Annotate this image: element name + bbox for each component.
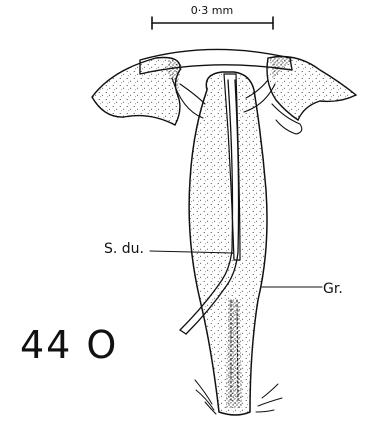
figure-number: 44 O xyxy=(20,323,118,367)
scale-bar-label: 0·3 mm xyxy=(191,4,233,17)
gland-label: Gr. xyxy=(323,281,343,297)
label-gland: Gr. xyxy=(262,281,343,297)
gland-body xyxy=(189,72,267,415)
scale-bar: 0·3 mm xyxy=(152,4,273,29)
sperm-duct-label: S. du. xyxy=(104,241,144,257)
